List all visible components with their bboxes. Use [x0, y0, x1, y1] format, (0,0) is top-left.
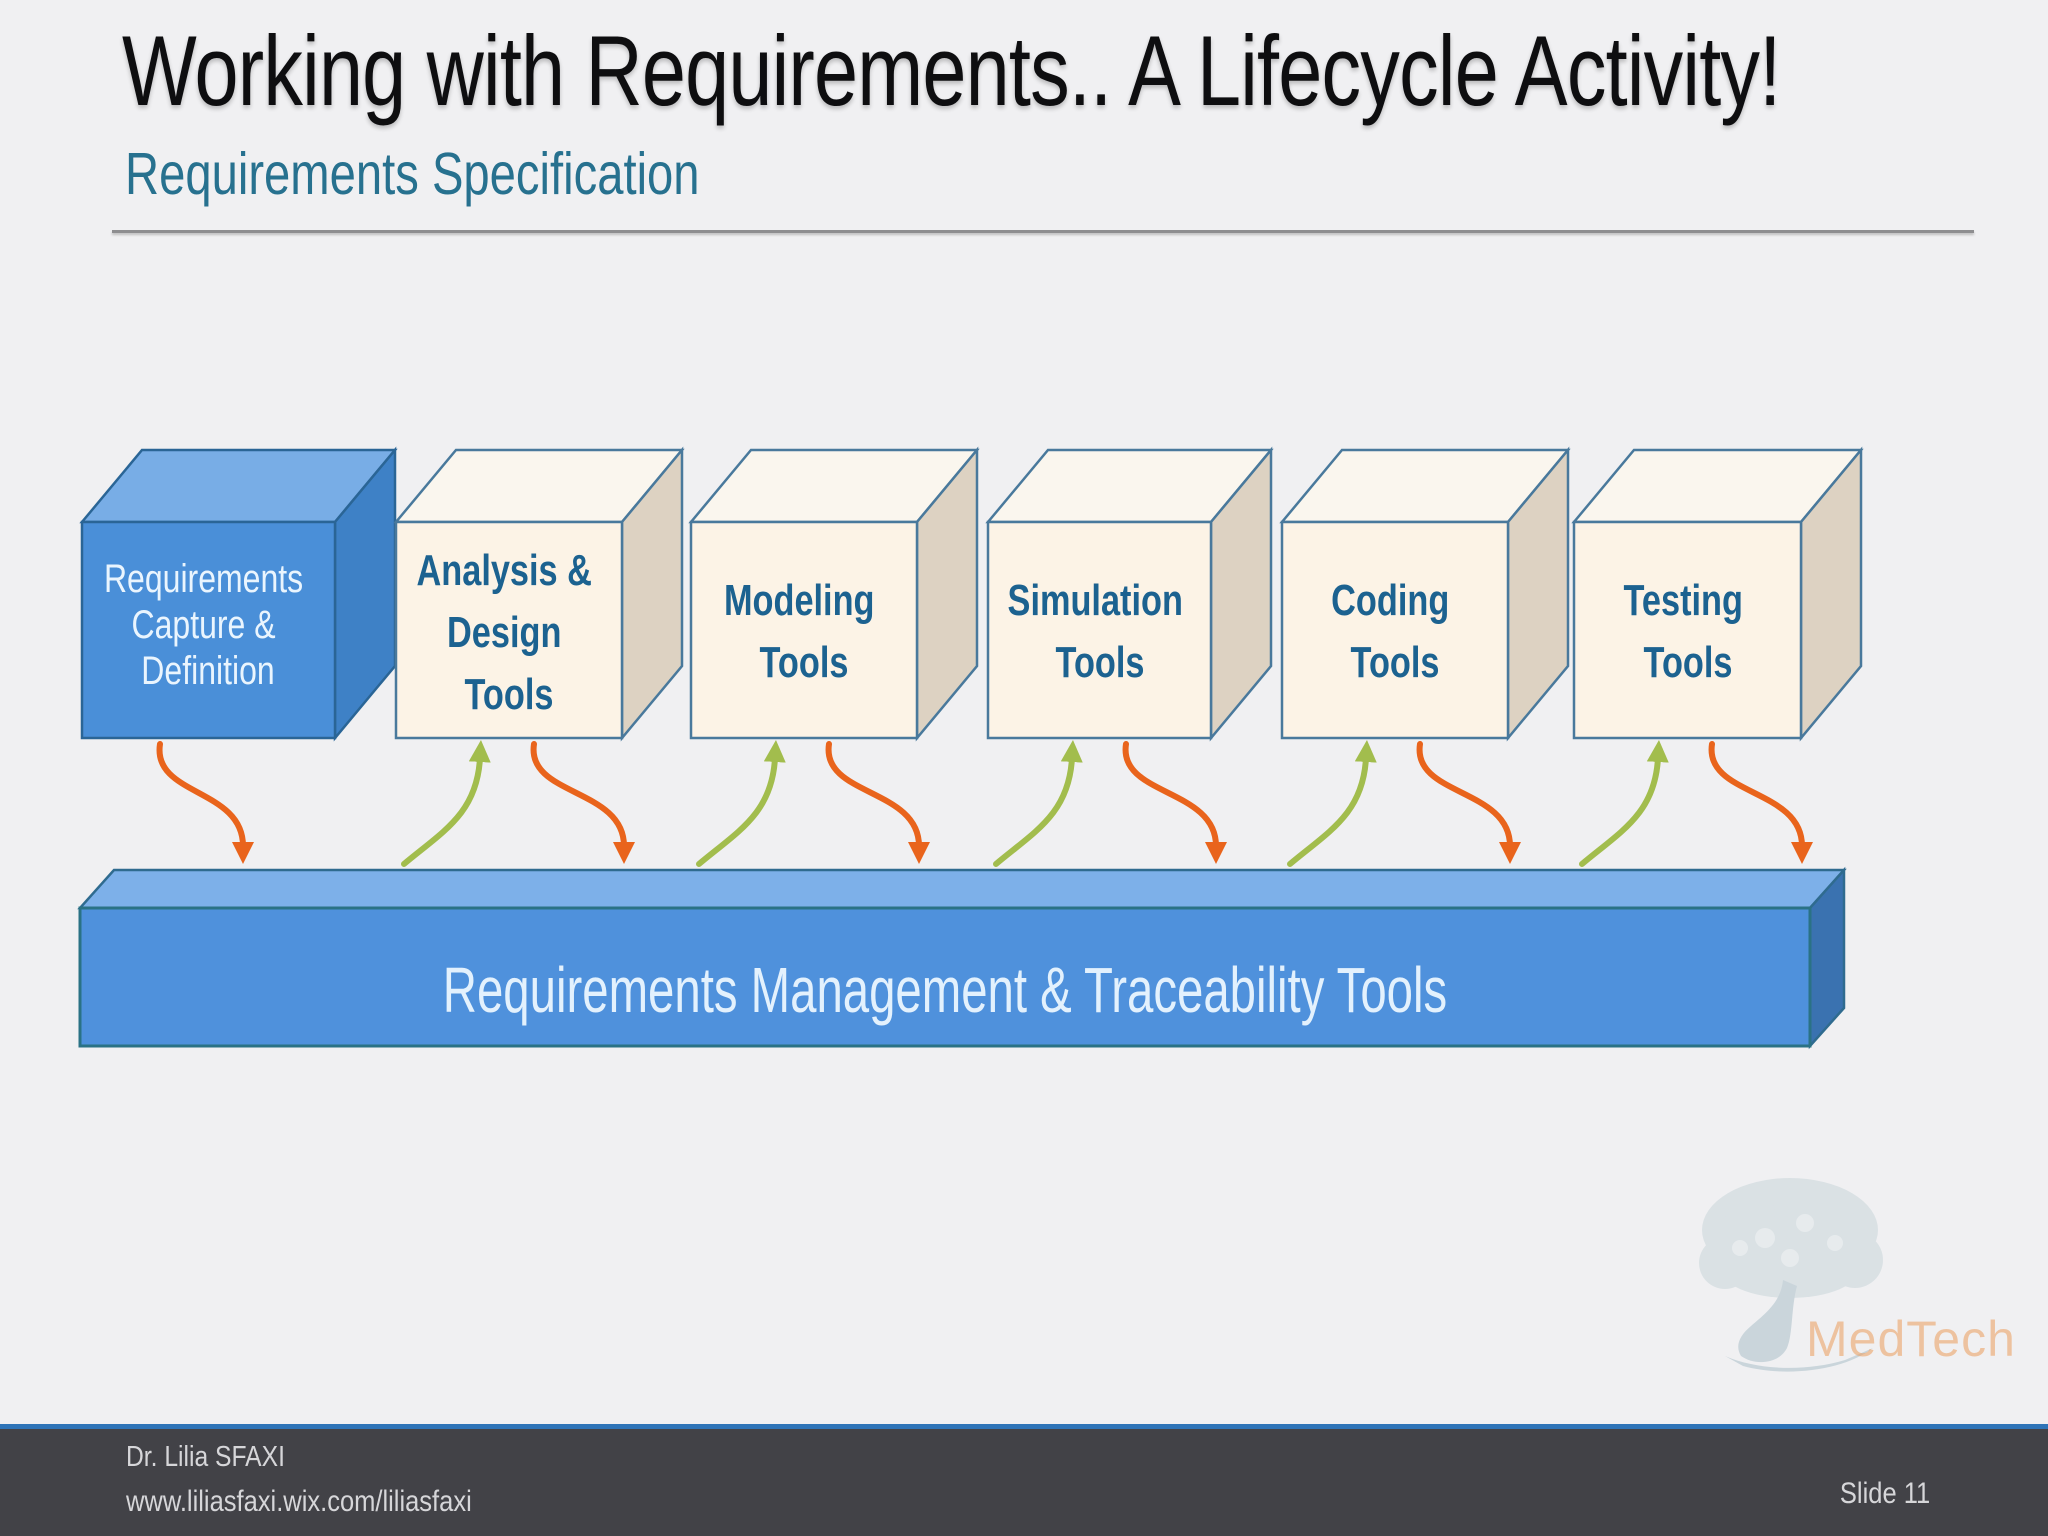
arrow-down	[1708, 741, 1813, 864]
box-label: Coding Tools	[1331, 576, 1459, 687]
box-requirements-capture-definition: Requirements Capture & Definition	[79, 446, 398, 742]
arrow-up	[401, 740, 491, 867]
box-front-face	[394, 520, 624, 740]
arrow-layer	[156, 740, 1813, 867]
medtech-logo-text: MedTech	[1806, 1311, 2016, 1367]
box-analysis-design-tools: Analysis & Design Tools	[393, 446, 685, 742]
box-testing-tools: Testing Tools	[1571, 446, 1864, 742]
arrow-down	[1122, 741, 1227, 864]
box-coding-tools: Coding Tools	[1279, 446, 1571, 742]
box-front-face	[1572, 520, 1803, 740]
arrow-up	[696, 740, 786, 867]
slide-title: Working with Requirements.. A Lifecycle …	[122, 15, 1781, 126]
bar-front-face	[78, 906, 1812, 1048]
title-divider	[112, 230, 1974, 233]
footer-author: Dr. Lilia SFAXI	[126, 1441, 285, 1473]
slide-number: Slide 11	[1839, 1477, 1930, 1510]
arrow-down	[825, 741, 930, 864]
box-label: Modeling Tools	[724, 576, 884, 687]
box-label: Requirements Capture & Definition	[104, 556, 312, 693]
box-modeling-tools: Modeling Tools	[688, 446, 980, 742]
box-front-face	[1280, 520, 1510, 740]
slide-subtitle: Requirements Specification	[125, 141, 700, 207]
box-simulation-tools: Simulation Tools	[985, 446, 1274, 742]
arrow-up	[993, 740, 1083, 867]
bar-requirements-management: Requirements Management & Traceability T…	[77, 866, 1847, 1050]
box-front-face	[986, 520, 1213, 740]
arrow-up	[1579, 740, 1669, 867]
arrow-down	[530, 741, 635, 864]
box-front-face	[80, 520, 337, 740]
arrow-down	[156, 741, 254, 864]
footer-bar: Dr. Lilia SFAXI www.liliasfaxi.wix.com/l…	[0, 1424, 2048, 1536]
bar-label: Requirements Management & Traceability T…	[443, 954, 1447, 1026]
arrow-up	[1287, 740, 1377, 867]
medtech-tree-logo-icon	[1699, 1178, 1883, 1372]
box-label: Simulation Tools	[1008, 576, 1193, 687]
bar-top-face	[77, 868, 1847, 910]
arrow-down	[1416, 741, 1521, 864]
footer-website-link[interactable]: www.liliasfaxi.wix.com/liliasfaxi	[126, 1485, 472, 1518]
box-front-face	[689, 520, 919, 740]
box-label: Analysis & Design Tools	[417, 546, 602, 719]
box-label: Testing Tools	[1624, 576, 1753, 687]
